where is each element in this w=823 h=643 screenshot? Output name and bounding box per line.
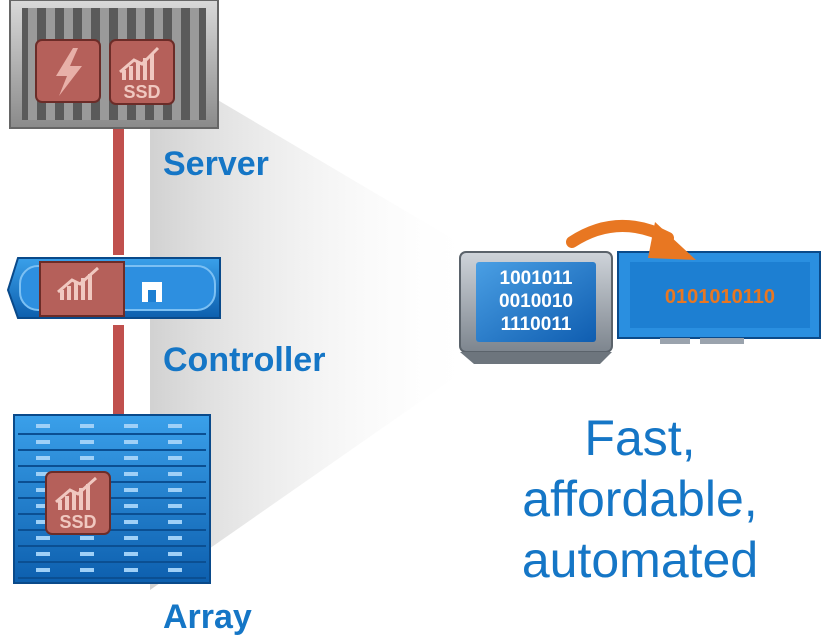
binary-row-2: 0010010 <box>499 291 573 312</box>
array-ssd-label: SSD <box>59 512 96 532</box>
binary-row-1: 1001011 <box>500 268 573 289</box>
card-binary: 0101010110 <box>665 286 775 308</box>
flash-card <box>617 251 821 344</box>
ssd-badge <box>109 39 175 105</box>
data-monitor <box>459 251 613 364</box>
netapp-logo-icon <box>142 282 162 302</box>
server-label: Server <box>163 145 269 183</box>
ssd-badge <box>45 471 111 535</box>
server-ssd-label: SSD <box>123 82 160 102</box>
caption-line-1: Fast, <box>584 410 696 466</box>
controller-icon <box>6 257 221 319</box>
flash-icon <box>35 39 101 103</box>
array-label: Array <box>163 598 252 636</box>
array-icon <box>13 414 211 584</box>
controller-array-link <box>113 325 124 417</box>
caption-line-3: automated <box>521 532 759 588</box>
performance-chart-icon <box>119 46 160 80</box>
caption: Fast, affordable, automated <box>470 408 810 591</box>
controller-label: Controller <box>163 341 326 379</box>
binary-row-3: 1110011 <box>501 314 572 335</box>
server-icon <box>9 0 219 129</box>
curved-arrow-icon <box>566 219 696 260</box>
projection-beam <box>150 60 480 590</box>
server-controller-link <box>113 128 124 255</box>
caption-line-2: affordable, <box>522 471 758 527</box>
